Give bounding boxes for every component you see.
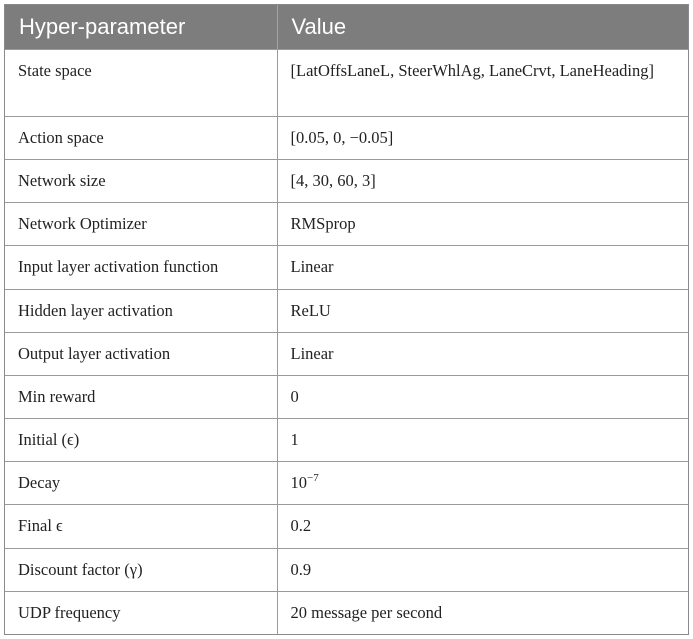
param-cell: Decay: [5, 461, 278, 505]
value-cell: 0: [277, 374, 688, 419]
value-cell: [4, 30, 60, 3]: [277, 159, 688, 203]
value-cell: 10−7: [277, 461, 688, 505]
param-cell: Network Optimizer: [5, 202, 278, 246]
value-cell: 0.2: [277, 504, 688, 549]
header-value: Value: [277, 5, 688, 50]
param-cell: Final ϵ: [5, 504, 278, 549]
header-hyperparameter: Hyper-parameter: [5, 5, 278, 50]
table-row: UDP frequency 20 message per second: [5, 590, 688, 634]
param-cell: Output layer activation: [5, 331, 278, 376]
table-row: Hidden layer activation ReLU: [5, 288, 688, 333]
value-cell: 20 message per second: [277, 590, 688, 634]
param-cell: UDP frequency: [5, 590, 278, 634]
value-cell: Linear: [277, 245, 688, 290]
value-cell: [0.05, 0, −0.05]: [277, 115, 688, 160]
table-row: Action space [0.05, 0, −0.05]: [5, 115, 688, 160]
hyperparameter-table-container: Hyper-parameter Value State space [LatOf…: [4, 4, 689, 635]
value-base: 10: [290, 473, 308, 493]
value-cell: 1: [277, 418, 688, 462]
table-row: Decay 10−7: [5, 461, 688, 505]
value-cell: Linear: [277, 331, 688, 376]
table-row: Output layer activation Linear: [5, 331, 688, 376]
param-cell: Hidden layer activation: [5, 288, 278, 333]
param-cell: State space: [5, 49, 278, 117]
table-row: Input layer activation function Linear: [5, 245, 688, 290]
value-exponent: −7: [307, 472, 319, 485]
table-row: Network Optimizer RMSprop: [5, 202, 688, 246]
table-row: Final ϵ 0.2: [5, 504, 688, 549]
hyperparameter-table: Hyper-parameter Value State space [LatOf…: [5, 5, 688, 634]
value-cell: RMSprop: [277, 202, 688, 246]
param-cell: Min reward: [5, 374, 278, 419]
table-row: State space [LatOffsLaneL, SteerWhlAg, L…: [5, 49, 688, 117]
value-cell: 0.9: [277, 547, 688, 592]
table-row: Discount factor (γ) 0.9: [5, 547, 688, 592]
param-cell: Initial (ϵ): [5, 418, 278, 462]
param-cell: Input layer activation function: [5, 245, 278, 290]
param-cell: Network size: [5, 159, 278, 203]
table-row: Min reward 0: [5, 374, 688, 419]
table-header-row: Hyper-parameter Value: [5, 5, 688, 50]
value-cell: ReLU: [277, 288, 688, 333]
value-cell: [LatOffsLaneL, SteerWhlAg, LaneCrvt, Lan…: [277, 49, 688, 117]
param-cell: Action space: [5, 115, 278, 160]
table-row: Network size [4, 30, 60, 3]: [5, 159, 688, 203]
param-cell: Discount factor (γ): [5, 547, 278, 592]
table-row: Initial (ϵ) 1: [5, 418, 688, 462]
